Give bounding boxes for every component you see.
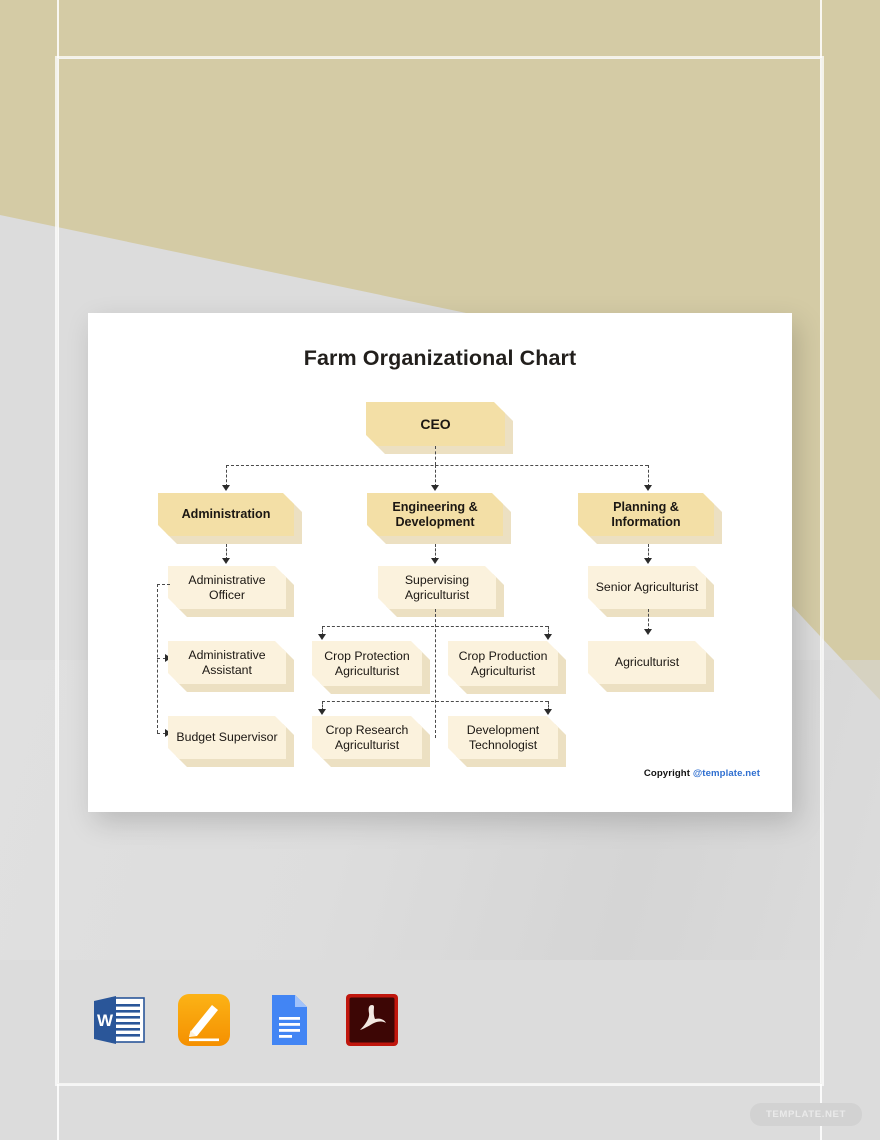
arrowhead-development-technologist: [544, 709, 552, 715]
ms-word-icon[interactable]: W: [92, 992, 148, 1048]
connector-to-budget-supervisor: [157, 733, 166, 734]
org-node-senior-agriculturist[interactable]: Senior Agriculturist: [588, 566, 706, 609]
org-node-supervising-agriculturist-label: Supervising Agriculturist: [378, 566, 496, 609]
connector-to-development-technologist: [548, 701, 549, 711]
connector-senior-agriculturist-drop: [648, 609, 649, 631]
page-title: Farm Organizational Chart: [303, 346, 577, 370]
org-node-crop-production-label: Crop Production Agriculturist: [448, 641, 558, 686]
org-node-engineering[interactable]: Engineering & Development: [367, 493, 503, 536]
org-node-administration[interactable]: Administration: [158, 493, 294, 536]
org-node-crop-research[interactable]: Crop Research Agriculturist: [312, 716, 422, 759]
connector-supervising-bus-row4: [322, 701, 548, 702]
frame-line-right: [820, 0, 822, 1140]
org-node-senior-agriculturist-label: Senior Agriculturist: [588, 566, 706, 609]
frame-line-left: [57, 0, 59, 1140]
svg-text:W: W: [97, 1011, 114, 1030]
copyright-notice: Copyright @template.net: [644, 768, 760, 779]
connector-to-administration: [226, 465, 227, 487]
arrowhead-supervising-agriculturist: [431, 558, 439, 564]
org-node-crop-production[interactable]: Crop Production Agriculturist: [448, 641, 558, 686]
connector-ceo-drop: [435, 446, 436, 465]
arrowhead-planning: [644, 485, 652, 491]
org-node-planning[interactable]: Planning & Information: [578, 493, 714, 536]
file-format-icons: W: [92, 992, 400, 1048]
connector-to-engineering: [435, 465, 436, 487]
org-node-budget-supervisor-label: Budget Supervisor: [168, 716, 286, 759]
org-node-admin-officer[interactable]: Administrative Officer: [168, 566, 286, 609]
org-node-admin-officer-label: Administrative Officer: [168, 566, 286, 609]
document-preview-card[interactable]: Farm Organizational Chart CEO Administra…: [88, 313, 792, 812]
connector-engineering-drop: [435, 544, 436, 560]
arrowhead-crop-research: [318, 709, 326, 715]
google-docs-icon[interactable]: [260, 992, 316, 1048]
org-node-crop-research-label: Crop Research Agriculturist: [312, 716, 422, 759]
org-node-ceo[interactable]: CEO: [366, 402, 505, 446]
arrowhead-crop-production: [544, 634, 552, 640]
org-node-planning-label: Planning & Information: [578, 493, 714, 536]
org-node-engineering-label: Engineering & Development: [367, 493, 503, 536]
arrowhead-administration: [222, 485, 230, 491]
connector-admin-officer-stub: [157, 584, 170, 585]
org-node-development-technologist-label: Development Technologist: [448, 716, 558, 759]
org-node-budget-supervisor[interactable]: Budget Supervisor: [168, 716, 286, 759]
connector-to-crop-production: [548, 626, 549, 636]
template-net-watermark: TEMPLATE.NET: [749, 1103, 862, 1126]
org-node-admin-assistant[interactable]: Administrative Assistant: [168, 641, 286, 684]
arrowhead-senior-agriculturist: [644, 558, 652, 564]
connector-supervising-spine: [435, 609, 436, 738]
org-node-agriculturist-label: Agriculturist: [588, 641, 706, 684]
connector-level1-bus: [226, 465, 648, 466]
connector-to-planning: [648, 465, 649, 487]
arrowhead-crop-protection: [318, 634, 326, 640]
org-node-ceo-label: CEO: [366, 402, 505, 446]
org-node-crop-protection[interactable]: Crop Protection Agriculturist: [312, 641, 422, 686]
connector-supervising-bus-row3: [322, 626, 548, 627]
connector-to-admin-assistant: [157, 658, 166, 659]
org-node-agriculturist[interactable]: Agriculturist: [588, 641, 706, 684]
adobe-pdf-icon[interactable]: [344, 992, 400, 1048]
apple-pages-icon[interactable]: [176, 992, 232, 1048]
org-node-crop-protection-label: Crop Protection Agriculturist: [312, 641, 422, 686]
connector-to-crop-protection: [322, 626, 323, 636]
arrowhead-engineering: [431, 485, 439, 491]
connector-planning-drop: [648, 544, 649, 560]
org-node-administration-label: Administration: [158, 493, 294, 536]
org-chart: CEO Administration Engineering & Develop…: [88, 313, 792, 812]
connector-administration-drop: [226, 544, 227, 560]
template-net-link[interactable]: @template.net: [692, 768, 760, 779]
arrowhead-agriculturist: [644, 629, 652, 635]
connector-to-crop-research: [322, 701, 323, 711]
copyright-text: Copyright: [643, 768, 693, 779]
arrowhead-admin-officer: [222, 558, 230, 564]
org-node-supervising-agriculturist[interactable]: Supervising Agriculturist: [378, 566, 496, 609]
org-node-development-technologist[interactable]: Development Technologist: [448, 716, 558, 759]
org-node-admin-assistant-label: Administrative Assistant: [168, 641, 286, 684]
